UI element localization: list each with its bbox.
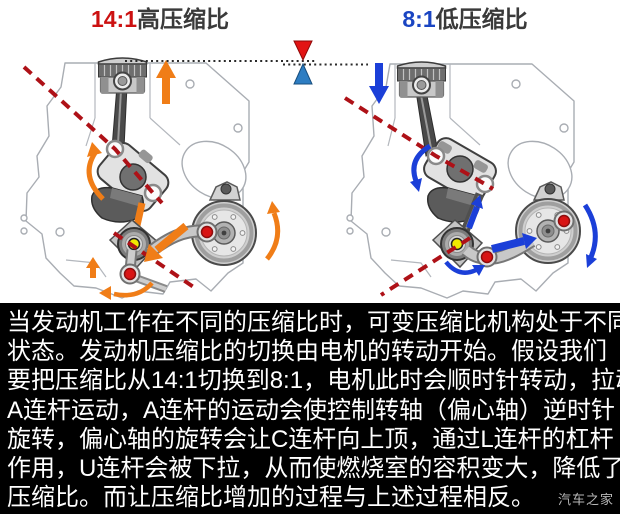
description-panel: 当发动机工作在不同的压缩比时，可变压缩比机构处于不同 状态。发动机压缩比的切换由… <box>0 303 620 514</box>
motor-joint-red <box>553 210 575 232</box>
description-line: 作用，U连杆会被下拉，从而使燃烧室的容积变大，降低了 <box>7 455 620 483</box>
watermark: 汽车之家 <box>557 492 614 507</box>
description-line: 压缩比。而让压缩比增加的过程与上述过程相反。 <box>7 484 535 512</box>
engine-comparison-diagram <box>20 40 598 300</box>
description-line: 旋转，偏心轴的旋转会让C连杆向上顶，通过L连杆的杠杆 <box>7 425 614 453</box>
u-link-joint-red <box>119 263 141 285</box>
engine-left-high-compression <box>20 57 317 300</box>
link-right-arrow <box>491 237 525 253</box>
description-line: 当发动机工作在不同的压缩比时，可变压缩比机构处于不同 <box>7 309 620 336</box>
right-panel-title: 8:1低压缩比 <box>310 4 620 34</box>
piston-up-arrow-icon <box>156 60 176 104</box>
crank-carrier <box>96 139 170 212</box>
tdc-marker-red-icon <box>293 40 313 62</box>
link-joint-red <box>196 221 218 243</box>
description-line: 状态。发动机压缩比的切换由电机的转动开始。假设我们 <box>7 338 607 366</box>
bottom-swing-arc <box>113 281 154 298</box>
high-ratio-value: 14:1 <box>90 6 138 32</box>
piston <box>396 61 447 98</box>
crank-axis-dashed-line <box>22 65 164 205</box>
left-panel-title: 14:1高压缩比 <box>0 4 320 34</box>
actuator-motor-disc <box>514 197 582 265</box>
tdc-marker-blue-icon <box>293 62 313 85</box>
carrier-cw-arc <box>411 143 432 182</box>
small-up-arrow-icon <box>90 267 96 278</box>
tdc-markers <box>293 40 313 85</box>
high-ratio-label: 高压缩比 <box>137 6 230 32</box>
link-pull-arrow <box>154 222 189 254</box>
low-compression-arrows <box>369 63 598 276</box>
carrier-ccw-arc <box>86 151 105 201</box>
high-compression-arrows <box>86 60 281 300</box>
piston-down-arrow-icon <box>369 63 389 104</box>
description-line: A连杆运动，A连杆的运动会使控制转轴（偏心轴）逆时针 <box>7 396 616 424</box>
low-ratio-label: 低压缩比 <box>435 6 528 32</box>
engine-right-low-compression <box>283 61 598 299</box>
low-ratio-value: 8:1 <box>402 6 436 32</box>
bottom-swing-arc <box>444 260 477 275</box>
motor-cw-arc <box>582 203 598 258</box>
piston <box>97 57 148 94</box>
motor-ccw-arc <box>265 212 281 261</box>
crank-axis-dashed-line <box>343 96 495 191</box>
description-line: 要把压缩比从14:1切换到8:1，电机此时会顺时针转动，拉动 <box>7 367 620 395</box>
link-push-arrow <box>466 205 480 230</box>
eccentric-axis-dashed-line <box>379 236 472 297</box>
